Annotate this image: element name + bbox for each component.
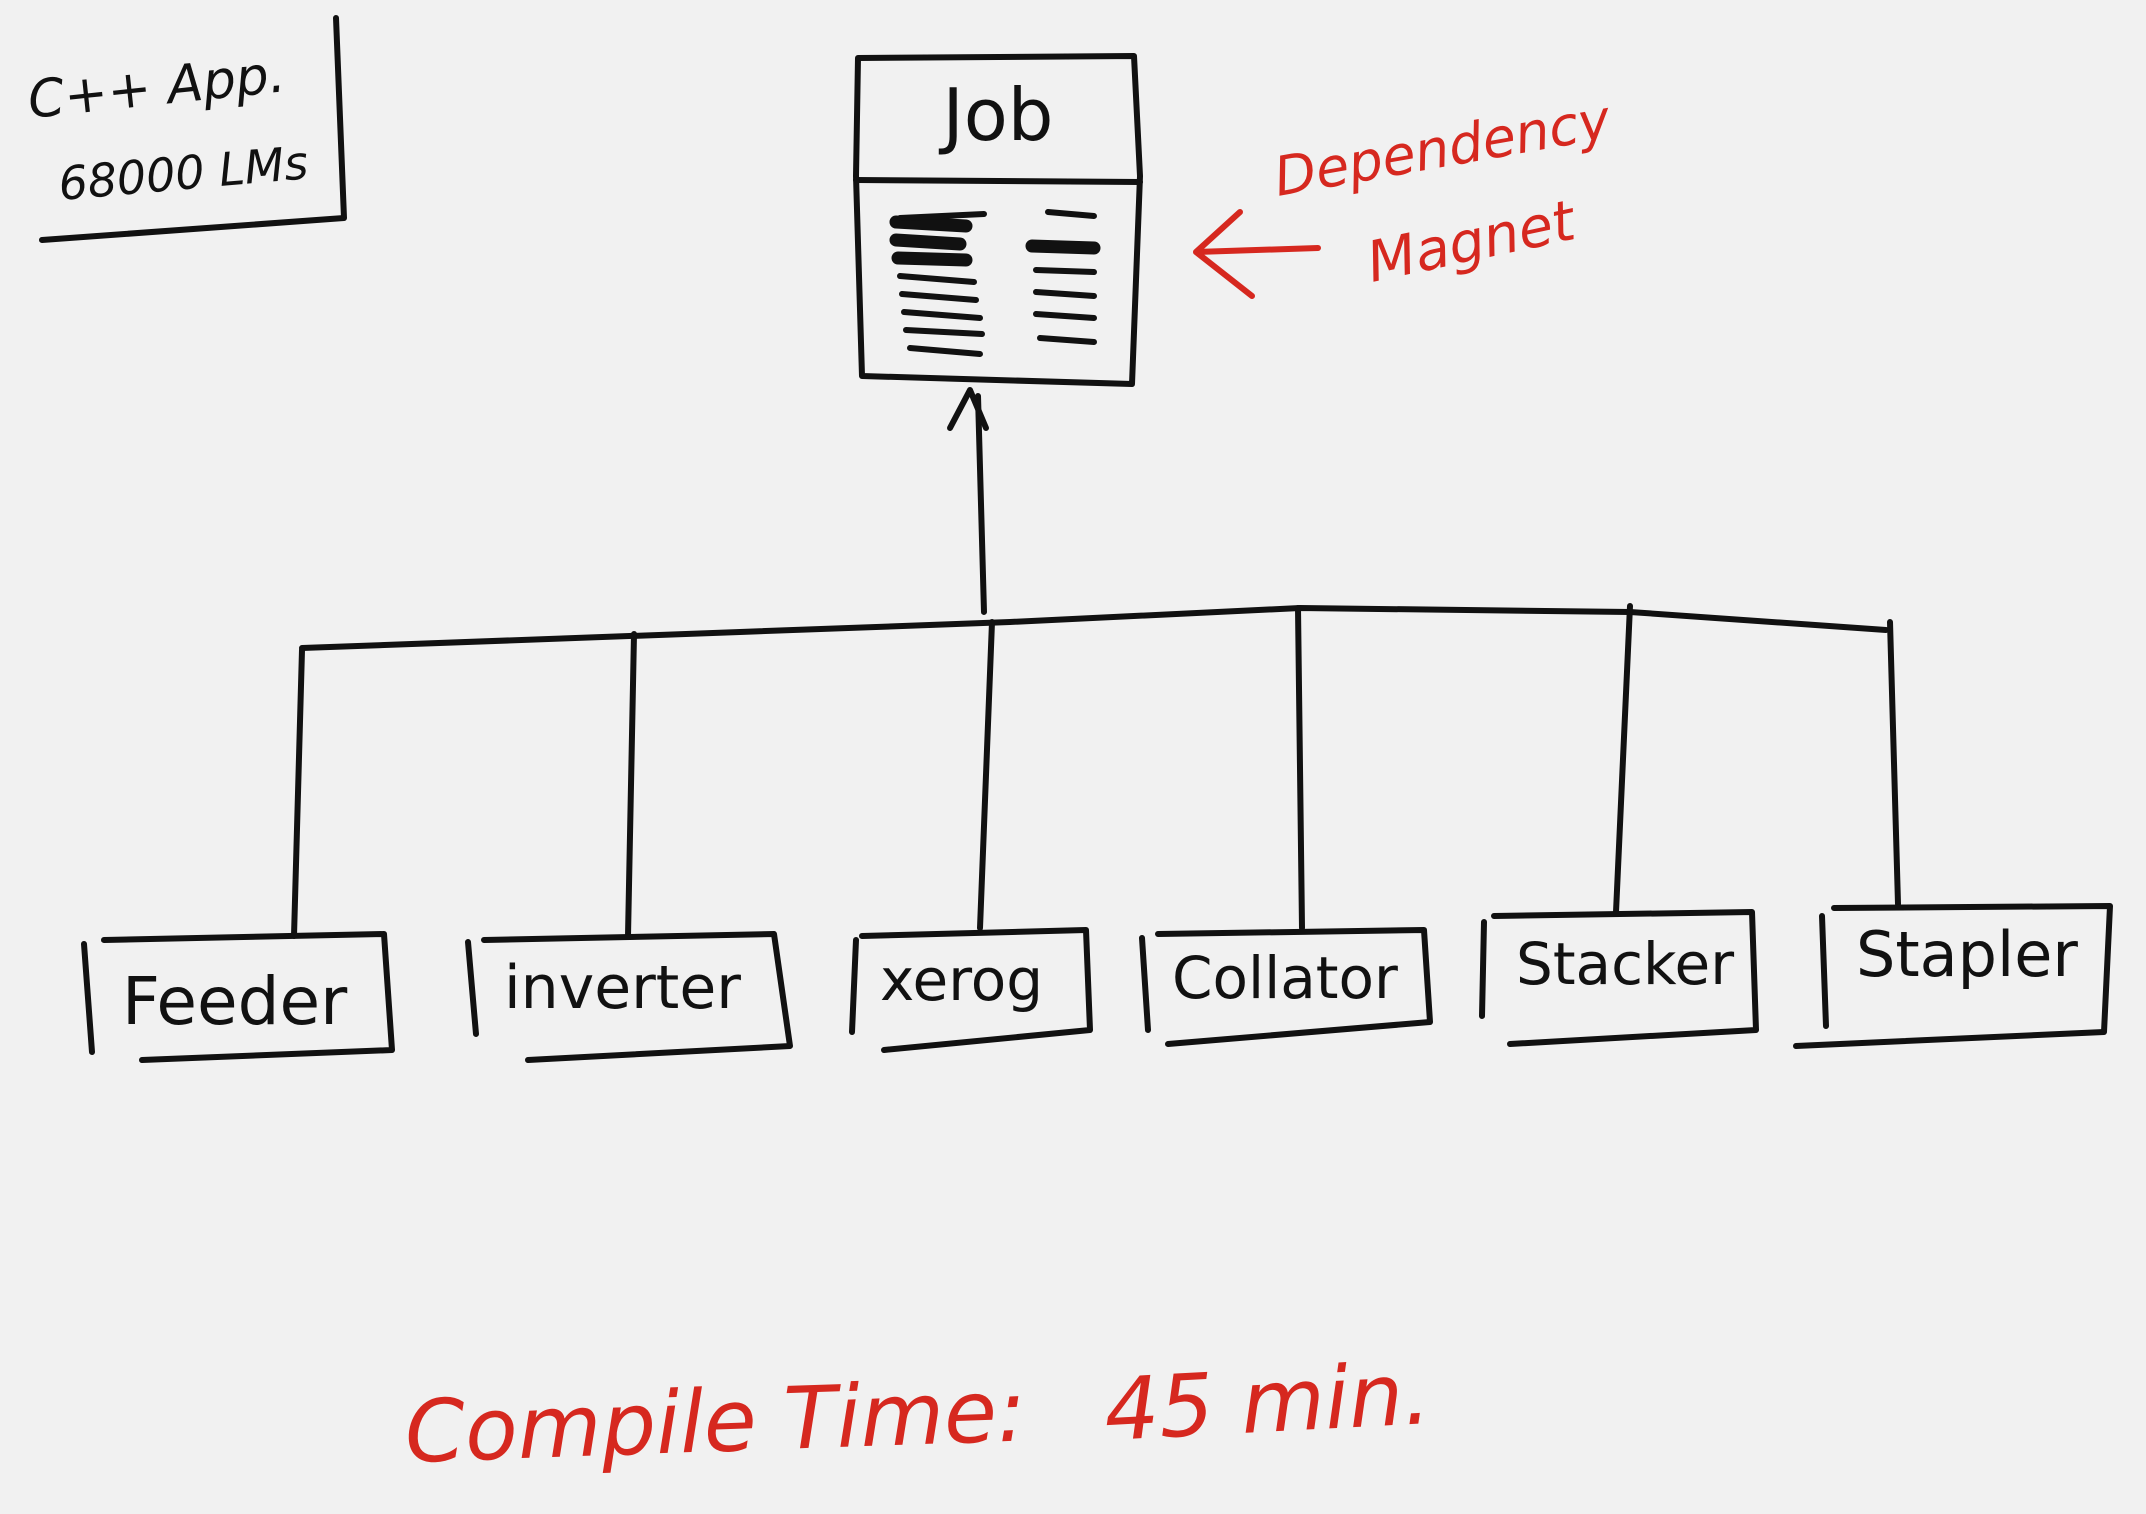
job-box-divider [853,177,1143,185]
app-note-line2: 68000 LMs [56,135,310,211]
module-feeder-box [81,931,395,1063]
drop-inverter [625,631,637,939]
module-xerog-label: xerog [880,946,1043,1014]
module-inverter: inverter [465,931,793,1063]
module-feeder-label: Feeder [122,963,348,1040]
module-inverter-label: inverter [504,953,741,1023]
bus-drops [291,603,1901,939]
dependency-bus [299,605,1889,651]
bus-arrow-head-icon [947,387,989,431]
compile-time-label: Compile Time: [403,1361,1027,1483]
module-xerog: xerog [849,927,1093,1053]
module-stapler-box [1793,903,2113,1049]
module-stacker-label: Stacker [1516,930,1734,998]
module-collator: Collator [1139,927,1433,1047]
app-note-frame [39,15,347,243]
job-box: Job [853,53,1143,387]
module-feeder: Feeder [81,931,395,1063]
job-box-outline [853,53,1143,387]
app-note-line1: C++ App. [25,44,288,131]
dependency-lines-right [1025,209,1101,345]
annotation-line2: Magnet [1361,188,1582,296]
annotation-arrow-icon [1193,209,1321,299]
job-title: Job [939,73,1054,157]
module-collator-box [1139,927,1433,1047]
drop-collator [1295,605,1305,931]
drop-stapler [1887,619,1901,907]
module-stapler-label: Stapler [1856,918,2078,991]
module-inverter-box [465,931,793,1063]
bus-arrow-shaft [975,393,987,615]
drop-feeder [291,647,305,939]
module-stacker-box [1479,909,1759,1047]
module-stacker: Stacker [1479,909,1759,1047]
compile-time-value: 45 min. [1102,1344,1433,1461]
bus-to-job-arrow [947,387,989,615]
dependency-magnet-annotation: Dependency Magnet [1193,88,1616,299]
module-stapler: Stapler [1793,903,2113,1049]
module-collator-label: Collator [1172,944,1398,1012]
drop-xerog [977,619,995,931]
compile-time: Compile Time: 45 min. [403,1344,1433,1483]
app-note: C++ App. 68000 LMs [25,15,347,243]
module-xerog-box [849,927,1093,1053]
dependency-lines-left [889,211,987,357]
drop-stacker [1613,603,1633,915]
